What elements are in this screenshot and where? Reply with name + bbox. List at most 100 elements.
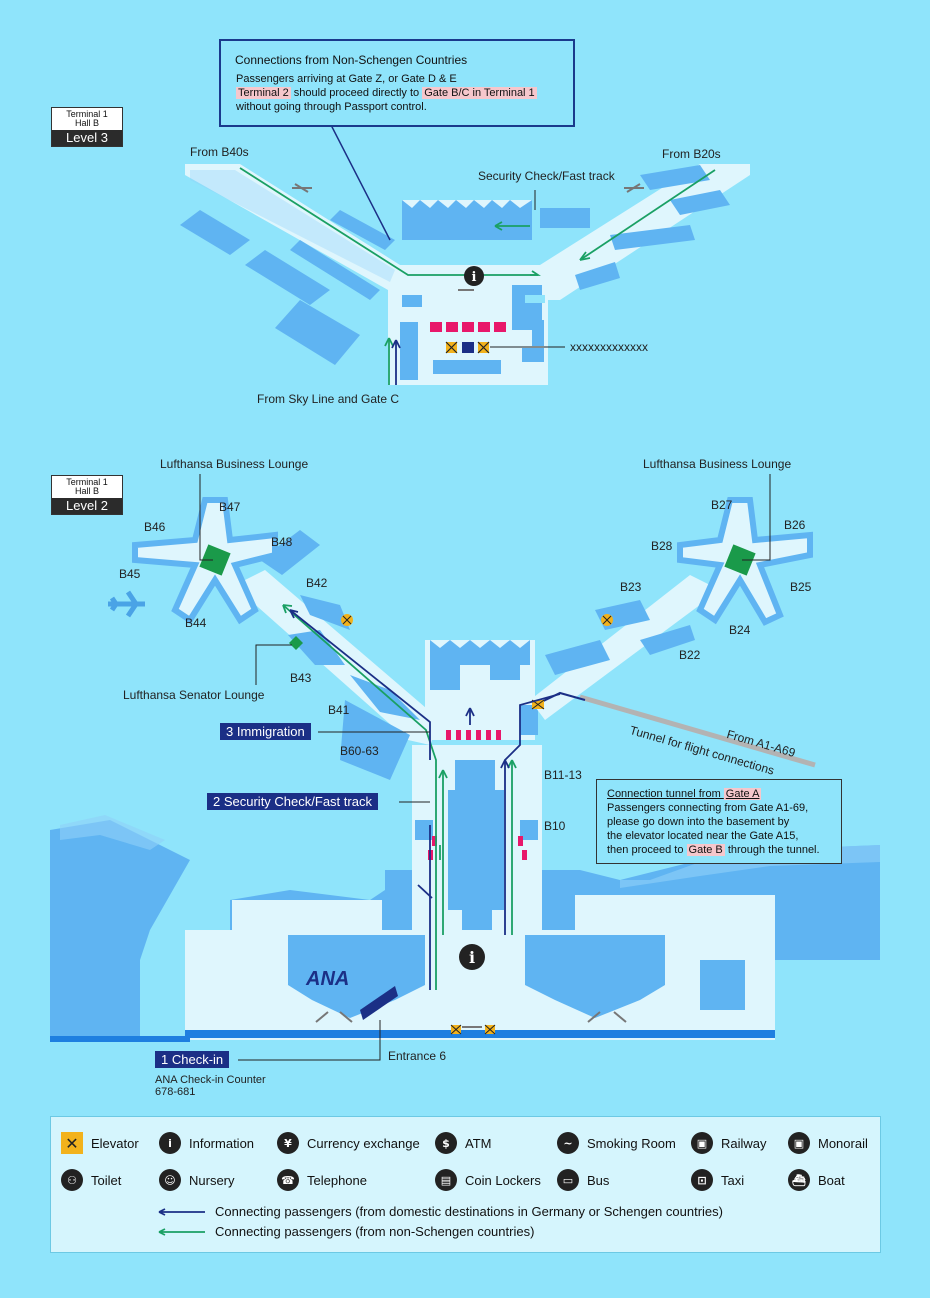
- information-icon: [464, 266, 484, 286]
- gate-b11-13: B11-13: [544, 768, 582, 782]
- gate-b22: B22: [679, 648, 701, 662]
- legend-bus-label: Bus: [587, 1172, 610, 1188]
- level3-level: Level 3: [52, 130, 122, 146]
- level2-floorplan: i: [50, 474, 880, 1061]
- senator-lounge-label: Lufthansa Senator Lounge: [123, 688, 265, 702]
- lounge-icon: [289, 636, 303, 650]
- svg-text:i: i: [469, 948, 475, 967]
- toilet-icon: ⚇: [61, 1169, 83, 1191]
- legend-elevator: ✕ Elevator: [61, 1132, 139, 1154]
- coin-locker-icon: ▤: [435, 1169, 457, 1191]
- legend-nonschengen-route: Connecting passengers (from non-Schengen…: [157, 1224, 534, 1239]
- security-label: Security Check/Fast track: [478, 169, 615, 183]
- legend-currency-label: Currency exchange: [307, 1135, 420, 1151]
- from-skyline-label: From Sky Line and Gate C: [257, 392, 400, 406]
- xxxx-label: xxxxxxxxxxxxx: [570, 340, 648, 354]
- info-box-gatebc: Gate B/C in Terminal 1: [422, 87, 537, 99]
- legend-taxi-label: Taxi: [721, 1172, 745, 1188]
- info-box-title: Connections from Non-Schengen Countries: [235, 53, 468, 67]
- legend-nursery-label: Nursery: [189, 1172, 235, 1188]
- ana-logo: ANA: [306, 968, 350, 990]
- legend-railway: ▣ Railway: [691, 1132, 767, 1154]
- legend-lockers-label: Coin Lockers: [465, 1172, 541, 1188]
- svg-text:i: i: [472, 270, 477, 285]
- gate-b45: B45: [119, 567, 141, 581]
- gate-b41: B41: [328, 703, 350, 717]
- level2-hall: Hall B: [74, 486, 99, 496]
- gate-b24: B24: [729, 623, 751, 637]
- bus-icon: ▭: [557, 1169, 579, 1191]
- legend-telephone: ☎ Telephone: [277, 1169, 367, 1191]
- level2-badge: Terminal 1 Hall B Level 2: [51, 475, 123, 515]
- taxi-icon: ⊡: [691, 1169, 713, 1191]
- tunnel-box-line3: the elevator located near the Gate A15,: [607, 830, 799, 842]
- from-b40s-label: From B40s: [190, 145, 249, 159]
- legend-telephone-label: Telephone: [307, 1172, 367, 1188]
- legend-atm-label: ATM: [465, 1135, 492, 1151]
- legend-toilet: ⚇ Toilet: [61, 1169, 121, 1191]
- monorail-icon: ▣: [788, 1132, 810, 1154]
- legend-atm: $ ATM: [435, 1132, 491, 1154]
- legend-smoking: ~Smoking Room: [557, 1132, 676, 1154]
- telephone-icon: ☎: [277, 1169, 299, 1191]
- tunnel-box-gate-a: Gate A: [723, 788, 762, 800]
- non-schengen-info-box: Connections from Non-Schengen Countries …: [219, 39, 575, 127]
- legend-domestic-route: Connecting passengers (from domestic des…: [157, 1204, 723, 1219]
- legend-toilet-label: Toilet: [91, 1172, 122, 1188]
- step-security: 2 Security Check/Fast track: [207, 793, 378, 810]
- legend-taxi: ⊡ Taxi: [691, 1169, 744, 1191]
- plane-icon: [108, 590, 145, 618]
- currency-exchange-icon: ¥: [277, 1132, 299, 1154]
- gate-b23: B23: [620, 580, 642, 594]
- tunnel-info-box: Connection tunnel from Gate A Passengers…: [596, 779, 842, 864]
- info-box-line3: without going through Passport control.: [236, 101, 427, 113]
- legend-lockers: ▤ Coin Lockers: [435, 1169, 541, 1191]
- blue-arrow-icon: [158, 1207, 205, 1216]
- lounge-icon: [724, 544, 756, 576]
- info-box-line2: Terminal 2 should proceed directly to Ga…: [236, 87, 537, 99]
- lounge-icon: [199, 544, 231, 576]
- lounge-right-label: Lufthansa Business Lounge: [643, 457, 792, 471]
- tunnel-box-line4-pre: then proceed to: [607, 844, 687, 856]
- gate-b43: B43: [290, 671, 312, 685]
- elevator-icon: [445, 341, 490, 354]
- legend-nursery: ☺ Nursery: [159, 1169, 235, 1191]
- gate-b27: B27: [711, 498, 733, 512]
- gate-b28: B28: [651, 539, 673, 553]
- smoking-room-icon: ~: [557, 1132, 579, 1154]
- legend-domestic-label: Connecting passengers (from domestic des…: [215, 1204, 723, 1219]
- tunnel-box-title: Connection tunnel from Gate A: [607, 788, 762, 800]
- legend-monorail-label: Monorail: [818, 1135, 868, 1151]
- legend-railway-label: Railway: [721, 1135, 767, 1151]
- legend-bus: ▭ Bus: [557, 1169, 609, 1191]
- gate-b10: B10: [544, 819, 566, 833]
- info-box-line1: Passengers arriving at Gate Z, or Gate D…: [236, 73, 457, 85]
- railway-icon: ▣: [691, 1132, 713, 1154]
- legend-nonschengen-label: Connecting passengers (from non-Schengen…: [215, 1224, 535, 1239]
- ana-counter-number: 678-681: [155, 1086, 196, 1098]
- information-icon: [459, 944, 485, 970]
- gate-b47: B47: [219, 500, 241, 514]
- atm-icon: $: [435, 1132, 457, 1154]
- lounge-left-label: Lufthansa Business Lounge: [160, 457, 309, 471]
- gate-b46: B46: [144, 520, 166, 534]
- legend-boat-label: Boat: [818, 1172, 845, 1188]
- legend-boat: ⛴ Boat: [788, 1169, 845, 1191]
- gate-b26: B26: [784, 518, 806, 532]
- tunnel-box-gate-b: Gate B: [686, 844, 725, 856]
- nursery-icon: ☺: [159, 1169, 181, 1191]
- legend-currency: ¥ Currency exchange: [277, 1132, 420, 1154]
- legend-elevator-label: Elevator: [91, 1135, 139, 1151]
- elevator-icon: [341, 614, 613, 1035]
- tunnel-box-line4: then proceed to Gate B through the tunne…: [607, 844, 820, 856]
- from-b20s-label: From B20s: [662, 147, 721, 161]
- boat-icon: ⛴: [788, 1169, 810, 1191]
- tunnel-box-line2: please go down into the basement by: [607, 816, 790, 828]
- step-immigration: 3 Immigration: [220, 723, 311, 740]
- info-box-line2-mid: should proceed directly to: [290, 87, 423, 99]
- information-icon: i: [159, 1132, 181, 1154]
- elevator-icon: ✕: [61, 1132, 83, 1154]
